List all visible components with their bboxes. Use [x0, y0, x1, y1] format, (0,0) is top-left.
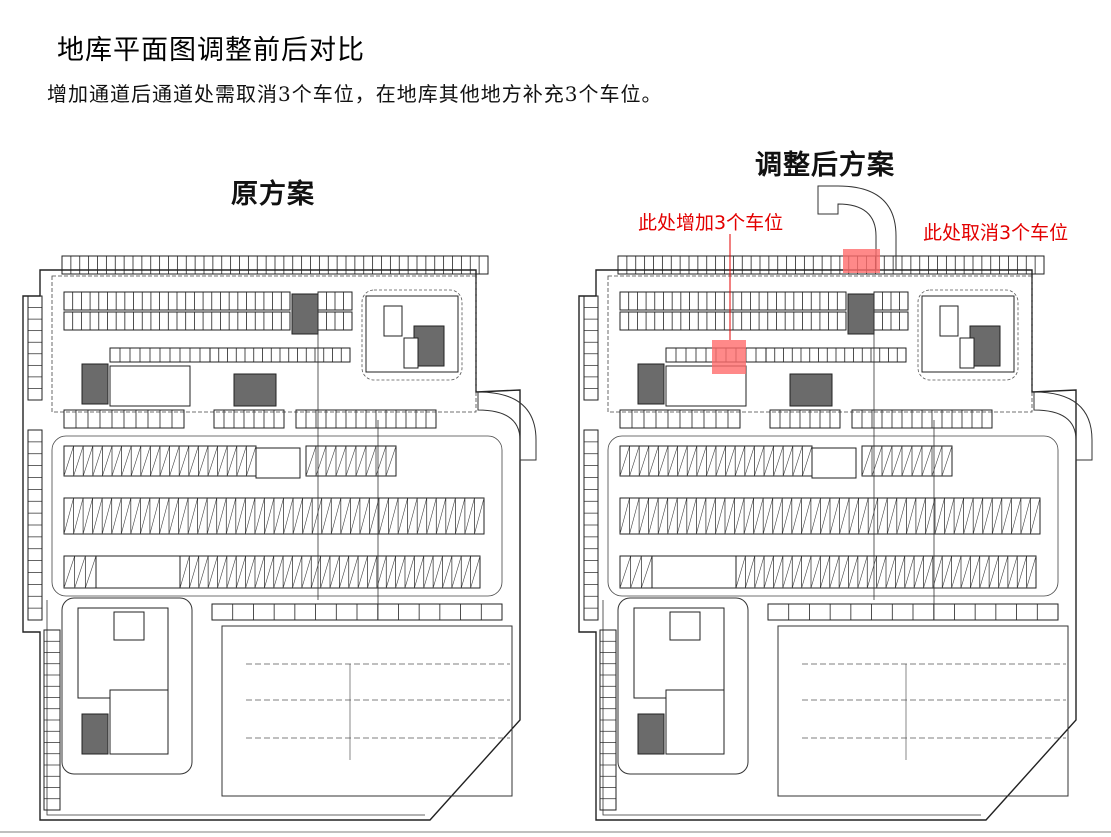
highlight-removed-spaces	[843, 249, 880, 273]
core-block-2	[789, 373, 833, 407]
new-ramp-top	[817, 185, 897, 271]
room-small-2	[959, 337, 975, 369]
aisle-core	[811, 447, 857, 479]
lower-room-2	[669, 611, 701, 641]
drive-aisle	[607, 435, 1059, 597]
adjusted-floor-plan	[578, 185, 1093, 821]
annotation-added-spaces: 此处增加3个车位	[638, 212, 784, 234]
core-block-3	[81, 363, 109, 405]
aisle-room	[95, 555, 181, 589]
aisle-room	[651, 555, 737, 589]
ramp-right	[477, 391, 537, 461]
lower-left-building	[617, 597, 749, 775]
room-small-1	[383, 305, 403, 337]
lower-right-hall	[221, 625, 513, 797]
lower-left-building	[61, 597, 193, 775]
room-small-1	[939, 305, 959, 337]
lower-room-2	[113, 611, 145, 641]
core-block-4	[413, 325, 445, 367]
highlight-added-spaces	[712, 340, 746, 374]
drive-aisle	[51, 435, 503, 597]
annotation-removed-spaces: 此处取消3个车位	[923, 222, 1069, 244]
adjusted-plan-label: 调整后方案	[755, 150, 895, 181]
lower-room-3	[109, 689, 169, 755]
stall-row-lower-mid	[769, 409, 841, 429]
room-small-2	[403, 337, 419, 369]
lower-core	[637, 713, 665, 755]
left-stall-column-1	[27, 295, 43, 401]
core-block-1	[847, 293, 875, 335]
left-stall-column-1	[583, 295, 599, 401]
core-block-2	[233, 373, 277, 407]
original-plan-label: 原方案	[231, 179, 315, 210]
original-floor-plan	[22, 255, 537, 821]
lower-right-hall	[777, 625, 1069, 797]
aisle-core	[255, 447, 301, 479]
core-block-1	[291, 293, 319, 335]
page-title: 地库平面图调整前后对比	[57, 35, 365, 66]
footer-divider	[0, 831, 1111, 833]
stall-row-lower-mid	[213, 409, 285, 429]
lower-room-3	[665, 689, 725, 755]
core-block-3	[637, 363, 665, 405]
lower-core	[81, 713, 109, 755]
room-block	[109, 365, 191, 407]
page-subtitle: 增加通道后通道处需取消3个车位，在地库其他地方补充3个车位。	[47, 82, 663, 106]
ramp-right	[1033, 391, 1093, 461]
